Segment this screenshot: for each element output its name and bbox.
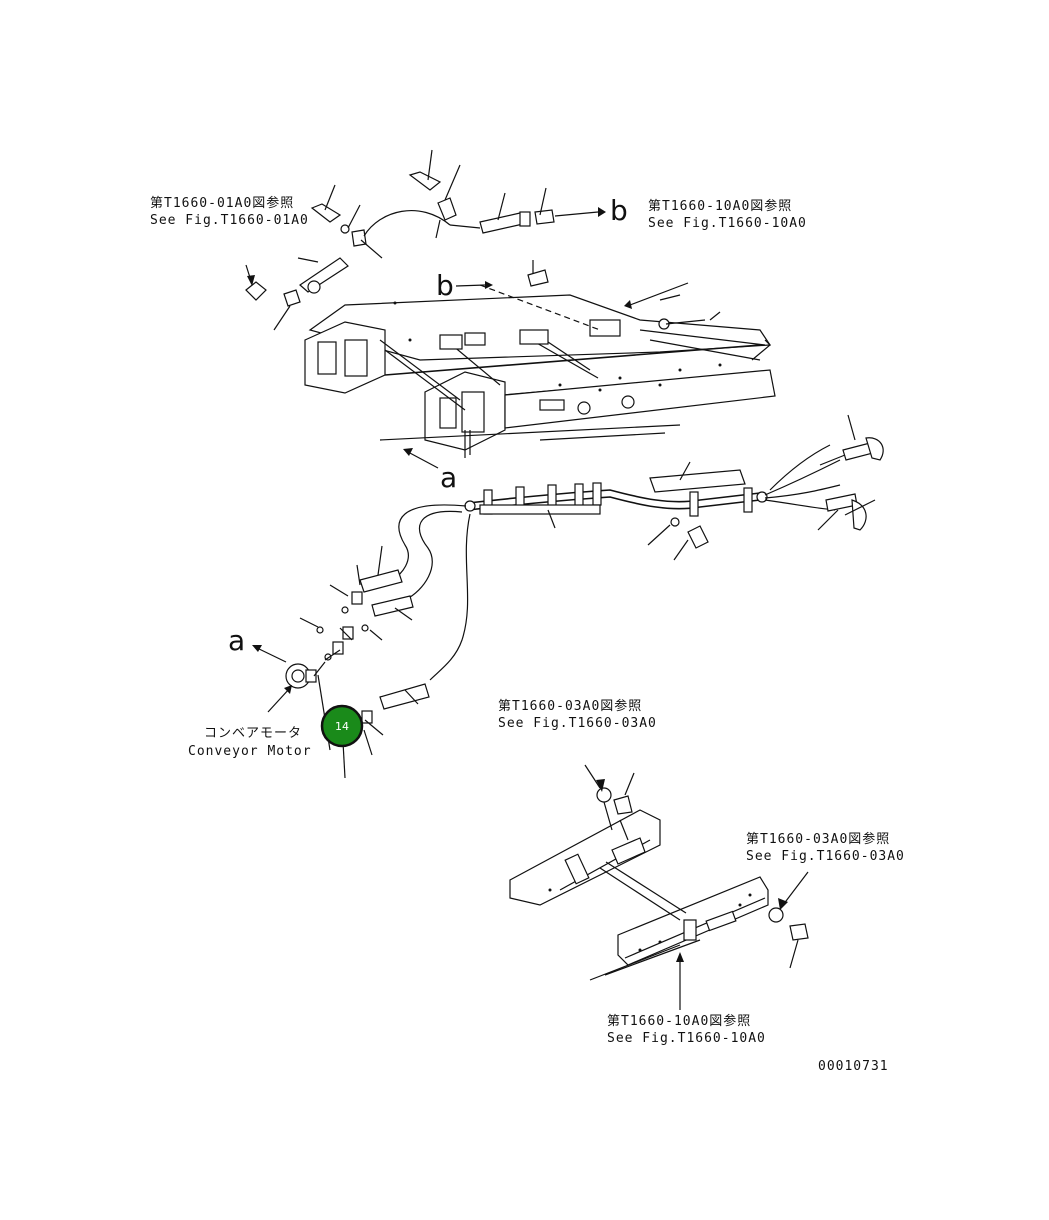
hose-harness [464, 414, 884, 561]
ref-top-left-jp: 第T1660-01A0図参照 [150, 195, 294, 211]
left-hoses [252, 448, 471, 779]
ref-mid-right-en: See Fig.T1660-03A0 [498, 716, 657, 731]
callout-number: 14 [335, 720, 349, 733]
upper-frame-assembly [304, 284, 776, 458]
motor-label-en: Conveyor Motor [188, 744, 312, 759]
ref-mid-right-jp: 第T1660-03A0図参照 [498, 698, 642, 714]
ref-bottom-en: See Fig.T1660-10A0 [607, 1031, 766, 1046]
view-markers: b b a a [228, 194, 628, 657]
ref-top-left-en: See Fig.T1660-01A0 [150, 213, 309, 228]
ref-top-right-jp: 第T1660-10A0図参照 [648, 198, 792, 214]
marker-a-frame: a [440, 461, 457, 494]
upper-hose-fittings [245, 149, 706, 331]
ref-bottom-jp: 第T1660-10A0図参照 [607, 1013, 751, 1029]
drawing-number: 00010731 [818, 1059, 889, 1074]
ref-top-right-en: See Fig.T1660-10A0 [648, 216, 807, 231]
marker-a-motor: a [228, 624, 245, 657]
ref-far-right-jp: 第T1660-03A0図参照 [746, 831, 890, 847]
ref-far-right-en: See Fig.T1660-03A0 [746, 849, 905, 864]
marker-b-frame: b [436, 269, 454, 302]
lower-frame-assembly [509, 764, 809, 1010]
motor-label-jp: コンベアモータ [204, 726, 302, 741]
part-callout-14[interactable]: 14 [320, 704, 364, 748]
callout-circle[interactable] [320, 704, 364, 748]
marker-b-top: b [610, 194, 628, 227]
reference-labels: 第T1660-01A0図参照 See Fig.T1660-01A0 第T1660… [150, 195, 905, 1074]
